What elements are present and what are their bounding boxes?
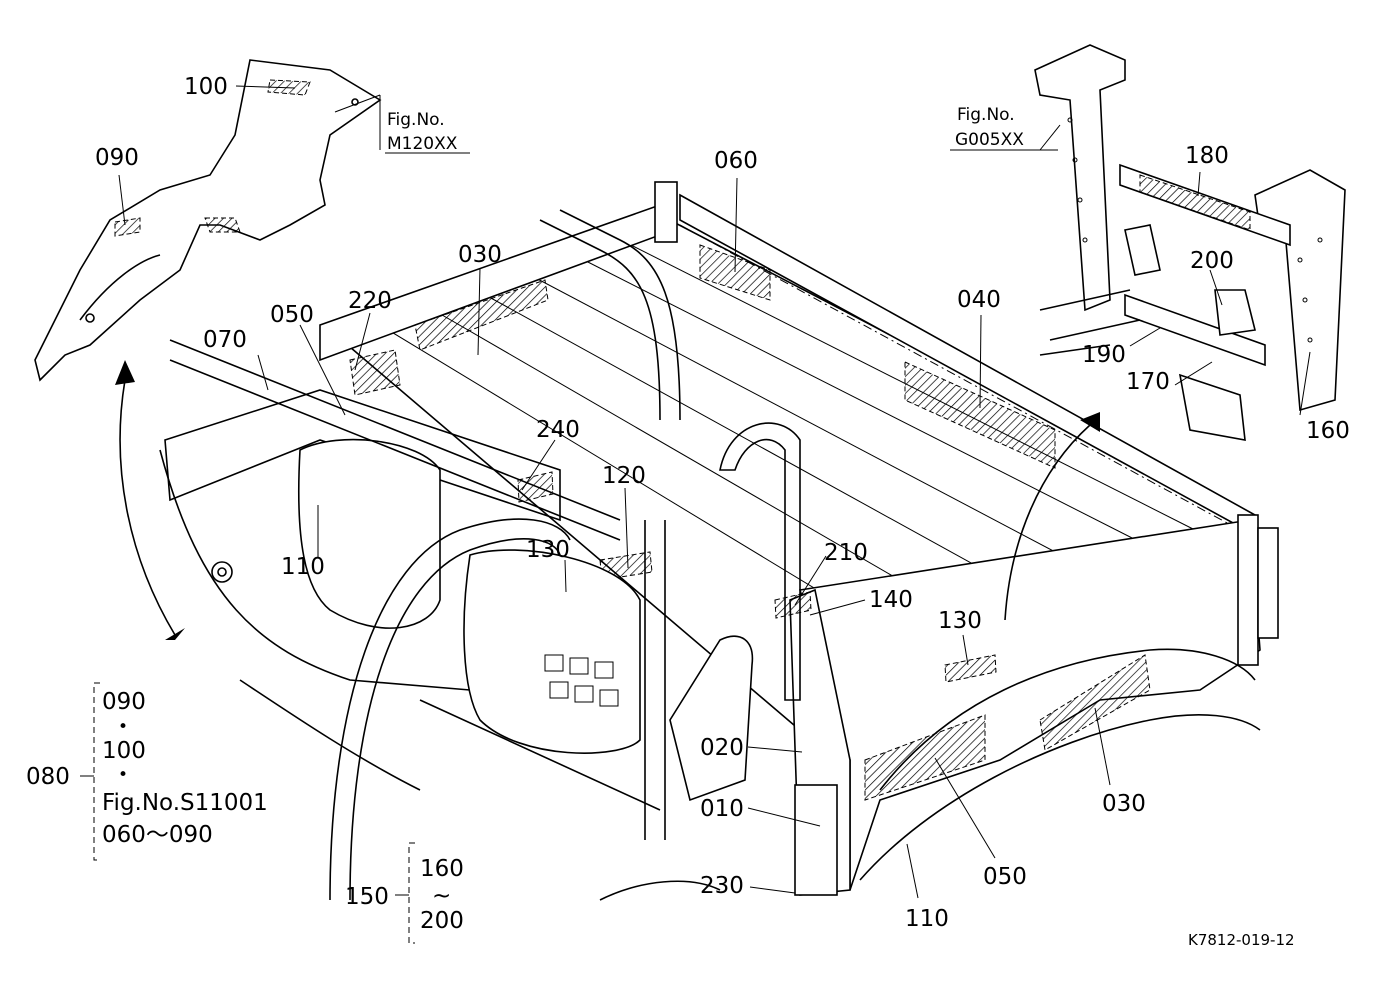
group-brackets (80, 682, 415, 944)
label-220: 220 (348, 288, 392, 314)
group-080-dot2: • (118, 765, 128, 785)
label-110-bottom: 110 (905, 906, 949, 932)
label-090: 090 (95, 145, 139, 171)
cargo-bed (319, 181, 1279, 896)
group-150-item1: 160 (420, 856, 464, 882)
group-150: 150 160 ~ 200 (345, 856, 464, 934)
label-110-left: 110 (281, 554, 325, 580)
bed-frame-assembly (1034, 44, 1346, 441)
label-130-left: 130 (526, 537, 570, 563)
group-080-dot1: • (118, 717, 128, 737)
label-240: 240 (536, 417, 580, 443)
label-140: 140 (869, 587, 913, 613)
leader-lines (118, 85, 1311, 899)
label-180: 180 (1185, 143, 1229, 169)
group-080-item2: 100 (102, 738, 146, 764)
label-230: 230 (700, 873, 744, 899)
assembly-arrows (115, 360, 1100, 640)
group-080: 080 090 • 100 • Fig.No.S11001 060～090 (26, 689, 268, 848)
fig-m120-line2: M120XX (387, 134, 458, 154)
group-080-item1: 090 (102, 689, 146, 715)
fig-m120-line1: Fig.No. (387, 110, 445, 130)
group-080-item3: Fig.No.S11001 (102, 790, 268, 816)
group-080-number: 080 (26, 764, 70, 790)
fig-g005-line1: Fig.No. (957, 105, 1015, 125)
label-040: 040 (957, 287, 1001, 313)
label-100: 100 (184, 74, 228, 100)
fender-guard (34, 59, 382, 382)
label-210: 210 (824, 540, 868, 566)
label-050-top: 050 (270, 302, 314, 328)
fig-g005-line2: G005XX (955, 130, 1024, 150)
label-010: 010 (700, 796, 744, 822)
cab-area (159, 209, 801, 901)
label-170: 170 (1126, 369, 1170, 395)
label-120: 120 (602, 463, 646, 489)
fig-reference-markers (385, 149, 1058, 154)
label-050-right: 050 (983, 864, 1027, 890)
label-020: 020 (700, 735, 744, 761)
group-080-item4: 060～090 (102, 822, 213, 848)
group-150-tilde: ~ (432, 883, 451, 909)
drawing-code: K7812-019-12 (1188, 931, 1295, 949)
fig-references: Fig.No. M120XX Fig.No. G005XX (387, 105, 1024, 154)
label-060: 060 (714, 148, 758, 174)
part-labels: 100 090 060 030 220 050 070 240 120 110 … (95, 74, 1350, 932)
label-030-top: 030 (458, 242, 502, 268)
label-200: 200 (1190, 248, 1234, 274)
label-070: 070 (203, 327, 247, 353)
group-150-item2: 200 (420, 908, 464, 934)
label-130-right: 130 (938, 608, 982, 634)
label-030-right: 030 (1102, 791, 1146, 817)
group-150-number: 150 (345, 884, 389, 910)
label-160: 160 (1306, 418, 1350, 444)
label-190: 190 (1082, 342, 1126, 368)
